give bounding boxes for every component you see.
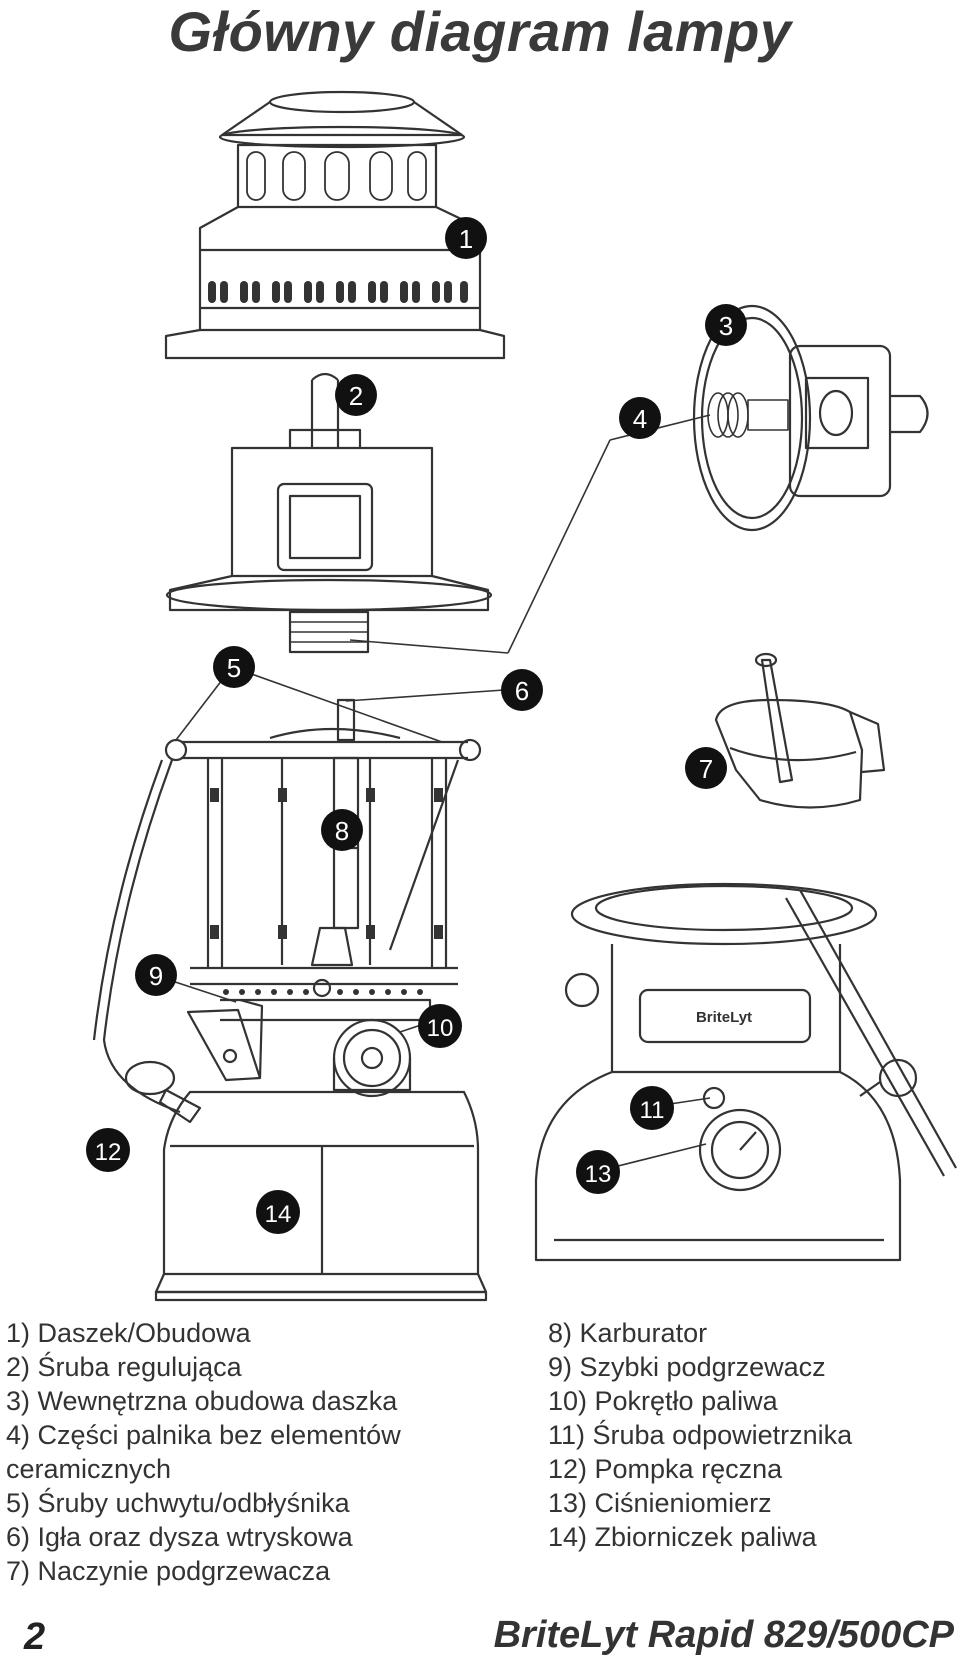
page-title: Główny diagram lampy [168,0,792,63]
legend-item: 5) Śruby uchwytu/odbłyśnika [6,1488,350,1518]
svg-text:11: 11 [640,1097,665,1124]
svg-text:7: 7 [699,754,713,784]
legend-item: 8) Karburator [548,1318,708,1348]
legend-item: 10) Pokrętło paliwa [548,1386,778,1416]
fuel-tank-part-14 [154,1090,488,1302]
hand-pump-part-12 [92,759,202,1124]
lantern-frame [164,698,482,1022]
legend-item: 6) Igła oraz dysza wtryskowa [6,1522,353,1552]
callout-14: 14 [256,1190,300,1234]
side-view-lantern: BriteLyt [534,882,957,1262]
legend-item: 12) Pompka ręczna [548,1454,783,1484]
pressure-gauge-part-13 [698,1108,782,1192]
legend-right: 8) Karburator 9) Szybki podgrzewacz 10) … [548,1316,958,1554]
svg-text:13: 13 [585,1161,612,1188]
svg-text:5: 5 [227,653,241,683]
svg-text:6: 6 [515,676,529,706]
legend-item: 1) Daszek/Obudowa [6,1318,251,1348]
legend-item: 2) Śruba regulująca [6,1352,242,1382]
legend-item: 7) Naczynie podgrzewacza [6,1556,331,1586]
legend-left: 1) Daszek/Obudowa 2) Śruba regulująca 3)… [6,1316,526,1588]
callout-13: 13 [576,1150,620,1194]
legend-item: 9) Szybki podgrzewacz [548,1352,826,1382]
callout-5: 5 [213,646,255,688]
svg-text:10: 10 [427,1015,454,1042]
svg-text:9: 9 [149,961,163,991]
callout-12: 12 [86,1128,130,1172]
callout-6: 6 [501,669,543,711]
callout-9: 9 [135,954,177,996]
callout-8: 8 [321,809,363,851]
page-number: 2 [24,1616,46,1658]
preheater-cup-part-7 [714,652,886,809]
callout-markers: 1 2 3 4 5 6 7 8 9 10 11 12 13 14 [86,217,747,1234]
callout-1: 1 [445,217,487,259]
rapid-preheater-part-9 [186,998,264,1082]
legend-item: 14) Zbiorniczek paliwa [548,1522,817,1552]
svg-text:3: 3 [719,311,733,341]
svg-text:8: 8 [335,816,349,846]
vent-screw-part-11 [702,1086,726,1110]
svg-text:2: 2 [349,381,363,411]
callout-10: 10 [418,1004,462,1048]
legend-item: ceramicznych [6,1454,172,1484]
brand-label: BriteLyt [696,1009,752,1026]
legend-item: 3) Wewnętrzna obudowa daszka [6,1386,398,1416]
svg-text:4: 4 [633,404,647,434]
svg-text:1: 1 [459,224,473,254]
legend-item: 4) Części palnika bez elementów [6,1420,401,1450]
lamp-exploded-diagram: BriteLyt [86,90,957,1302]
callout-4: 4 [619,397,661,439]
callout-7: 7 [685,747,727,789]
callout-2: 2 [335,374,377,416]
legend-item: 13) Ciśnieniomierz [548,1488,772,1518]
svg-text:14: 14 [265,1201,292,1228]
fuel-knob-part-10 [332,1018,412,1098]
product-name: BriteLyt Rapid 829/500CP [493,1614,954,1656]
inner-hood-part-3 [692,304,929,532]
legend-item: 11) Śruba odpowietrznika [548,1420,853,1450]
regulating-screw-part-2 [165,372,493,654]
svg-text:12: 12 [95,1139,122,1166]
callout-11: 11 [630,1086,674,1130]
callout-3: 3 [705,304,747,346]
burner-coil-part-4 [707,392,789,438]
